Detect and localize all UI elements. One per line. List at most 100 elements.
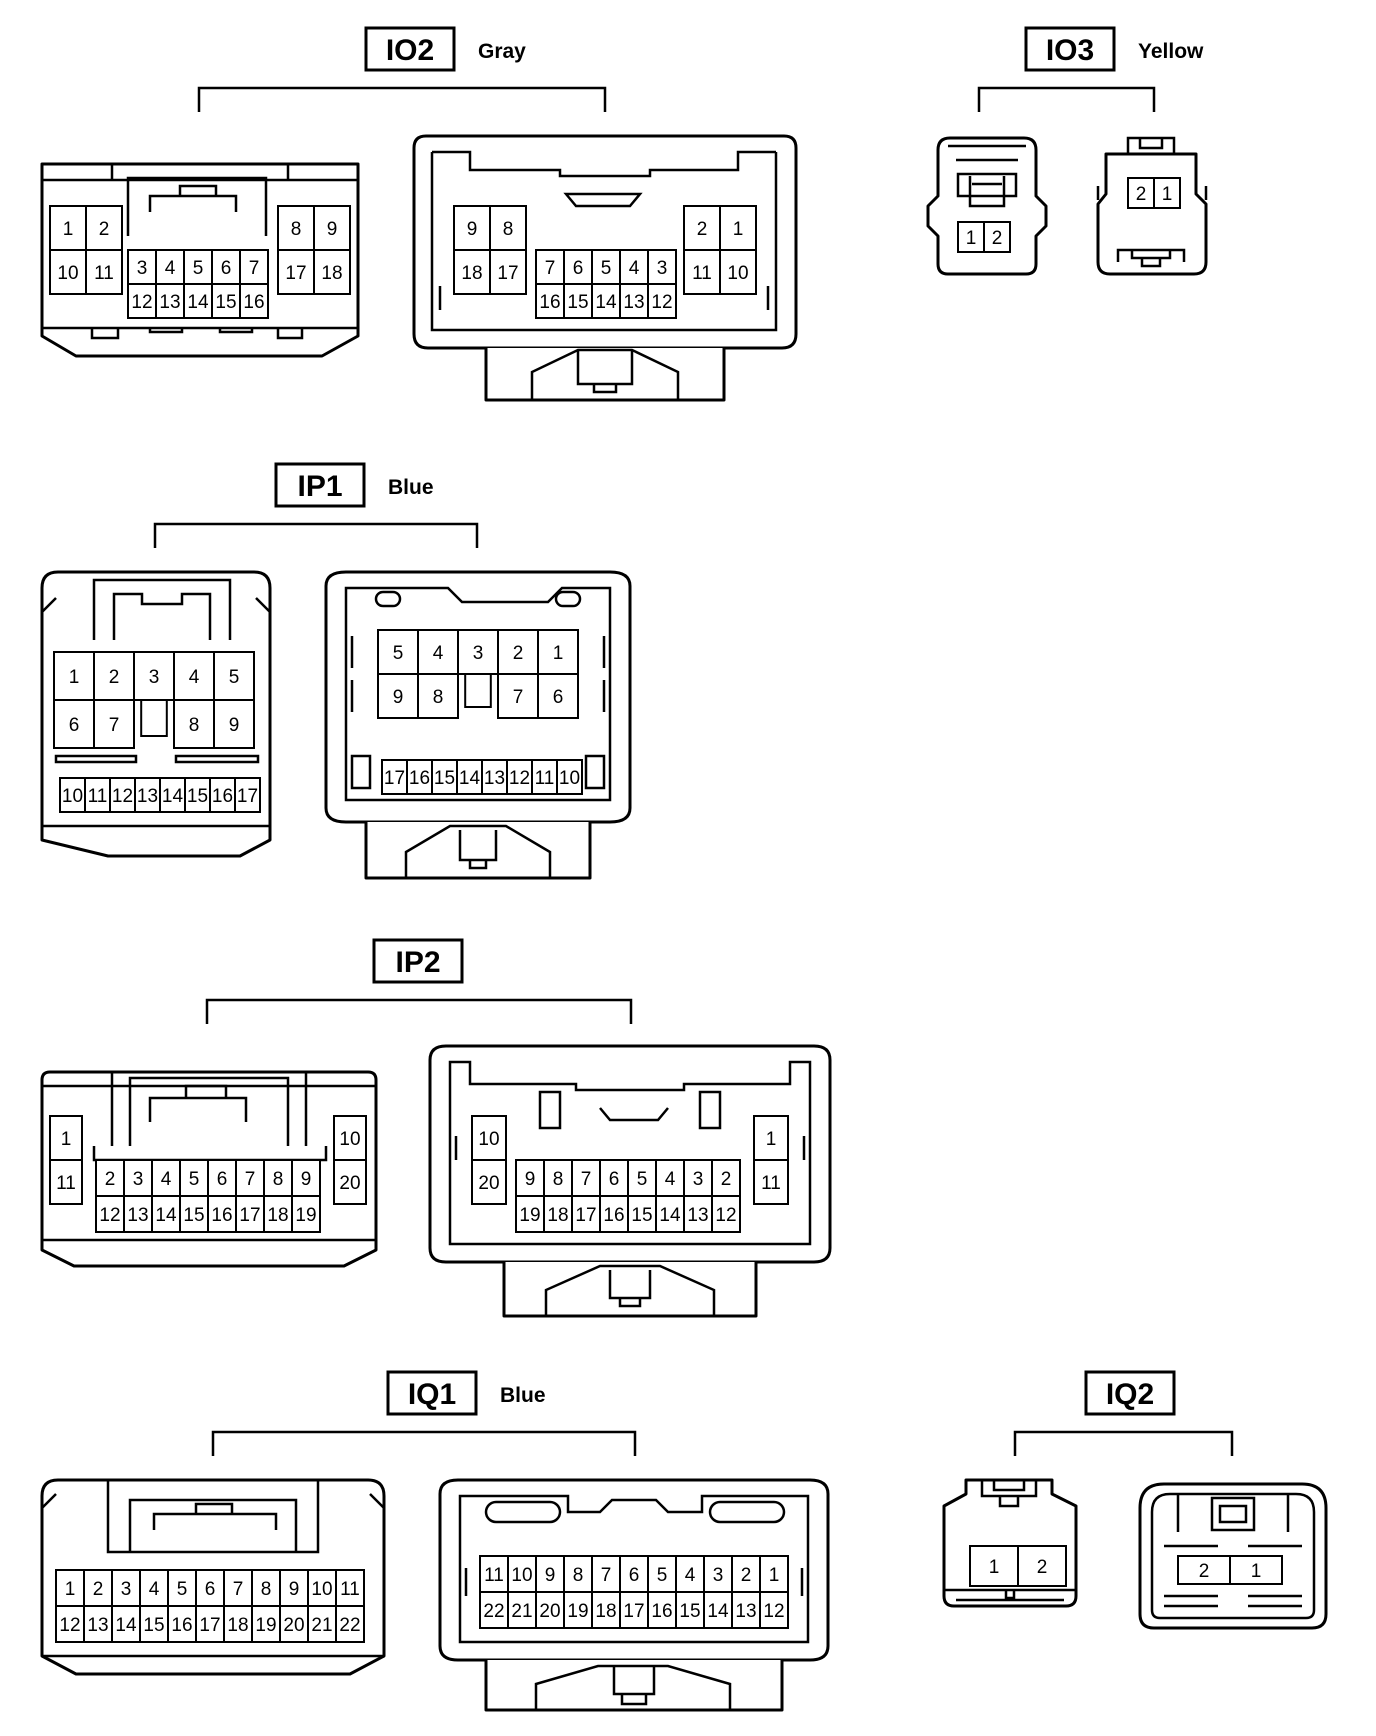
pin-number: 1: [1162, 184, 1173, 205]
pin-number: 4: [161, 1169, 172, 1190]
pin-number: 18: [267, 1205, 288, 1226]
pin-number: 20: [283, 1615, 304, 1636]
pin-number: 8: [189, 715, 200, 736]
pin-cavity: [95, 1195, 125, 1233]
pin-number: 1: [766, 1129, 777, 1150]
pin-cavity: [313, 249, 351, 295]
pin-cavity: [683, 249, 721, 295]
pin-number: 1: [989, 1557, 1000, 1578]
pin-number: 9: [525, 1169, 536, 1190]
connector-color: Gray: [478, 40, 526, 63]
pin-cavity: [647, 1591, 677, 1629]
pin-cavity: [377, 629, 419, 675]
pin-number: 22: [339, 1615, 360, 1636]
pin-cavity: [556, 759, 583, 795]
pin-number: 15: [679, 1601, 700, 1622]
connector-code: IP2: [395, 946, 440, 979]
pin-cavity: [239, 283, 269, 319]
pin-number: 16: [211, 1205, 232, 1226]
pin-number: 2: [99, 219, 110, 240]
pin-number: 14: [459, 768, 481, 789]
pin-number: 11: [94, 263, 114, 284]
pin-number: 5: [193, 258, 204, 279]
pin-number: 4: [149, 1579, 160, 1600]
pin-number: 13: [87, 1615, 108, 1636]
pin-cavity: [627, 1159, 657, 1197]
pin-cavity: [453, 205, 491, 251]
pin-number: 13: [735, 1601, 756, 1622]
pin-number: 8: [261, 1579, 272, 1600]
pin-number: 16: [243, 292, 264, 313]
pin-number: 15: [187, 786, 208, 807]
pin-number: 8: [291, 219, 302, 240]
pin-number: 6: [629, 1565, 640, 1586]
pin-number: 9: [301, 1169, 312, 1190]
connector-bracket: [1013, 1430, 1234, 1456]
pin-number: 5: [637, 1169, 648, 1190]
pin-number: 20: [339, 1173, 360, 1194]
pin-cavity: [759, 1555, 789, 1593]
pin-cavity: [1017, 1545, 1067, 1587]
pin-number: 13: [687, 1205, 708, 1226]
pin-number: 15: [143, 1615, 164, 1636]
pin-cavity: [173, 699, 215, 749]
pin-number: 16: [171, 1615, 192, 1636]
pin-cavity: [139, 1605, 169, 1643]
pin-number: 17: [623, 1601, 644, 1622]
pin-number: 4: [665, 1169, 676, 1190]
pin-cavity: [1229, 1555, 1283, 1585]
pin-cavity: [335, 1569, 365, 1607]
pin-cavity: [406, 759, 433, 795]
pin-cavity: [627, 1195, 657, 1233]
pin-number: 6: [573, 258, 584, 279]
pin-number: 3: [137, 258, 148, 279]
pin-number: 19: [255, 1615, 276, 1636]
pin-number: 20: [539, 1601, 560, 1622]
pin-number: 12: [763, 1601, 784, 1622]
pin-cavity: [537, 673, 579, 719]
pin-cavity: [619, 1591, 649, 1629]
pin-cavity: [84, 777, 111, 813]
pin-number: 16: [539, 292, 560, 313]
connector-code: IQ2: [1106, 1378, 1154, 1411]
pin-number: 10: [339, 1129, 360, 1150]
pin-cavity: [85, 249, 123, 295]
pin-cavity: [675, 1591, 705, 1629]
pin-number: 14: [595, 292, 617, 313]
pin-cavity: [123, 1159, 153, 1197]
pin-number: 12: [715, 1205, 736, 1226]
pin-number: 16: [212, 786, 233, 807]
pin-cavity: [753, 1115, 789, 1161]
pin-cavity: [471, 1159, 507, 1205]
pin-number: 5: [189, 1169, 200, 1190]
pin-number: 15: [434, 768, 455, 789]
pin-cavity: [719, 249, 757, 295]
pin-cavity: [535, 1555, 565, 1593]
pin-cavity: [213, 699, 255, 749]
pin-number: 16: [651, 1601, 672, 1622]
pin-number: 7: [109, 715, 120, 736]
pin-number: 2: [697, 219, 708, 240]
pin-cavity: [417, 629, 459, 675]
pin-cavity: [381, 759, 408, 795]
pin-number: 2: [513, 643, 524, 664]
pin-cavity: [151, 1195, 181, 1233]
pin-cavity: [133, 651, 175, 701]
pin-number: 8: [273, 1169, 284, 1190]
pin-number: 5: [657, 1565, 668, 1586]
pin-number: 11: [340, 1579, 360, 1600]
pin-number: 9: [229, 715, 240, 736]
pin-number: 16: [603, 1205, 624, 1226]
pin-cavity: [251, 1569, 281, 1607]
pin-number: 1: [966, 228, 977, 249]
pin-cavity: [263, 1195, 293, 1233]
